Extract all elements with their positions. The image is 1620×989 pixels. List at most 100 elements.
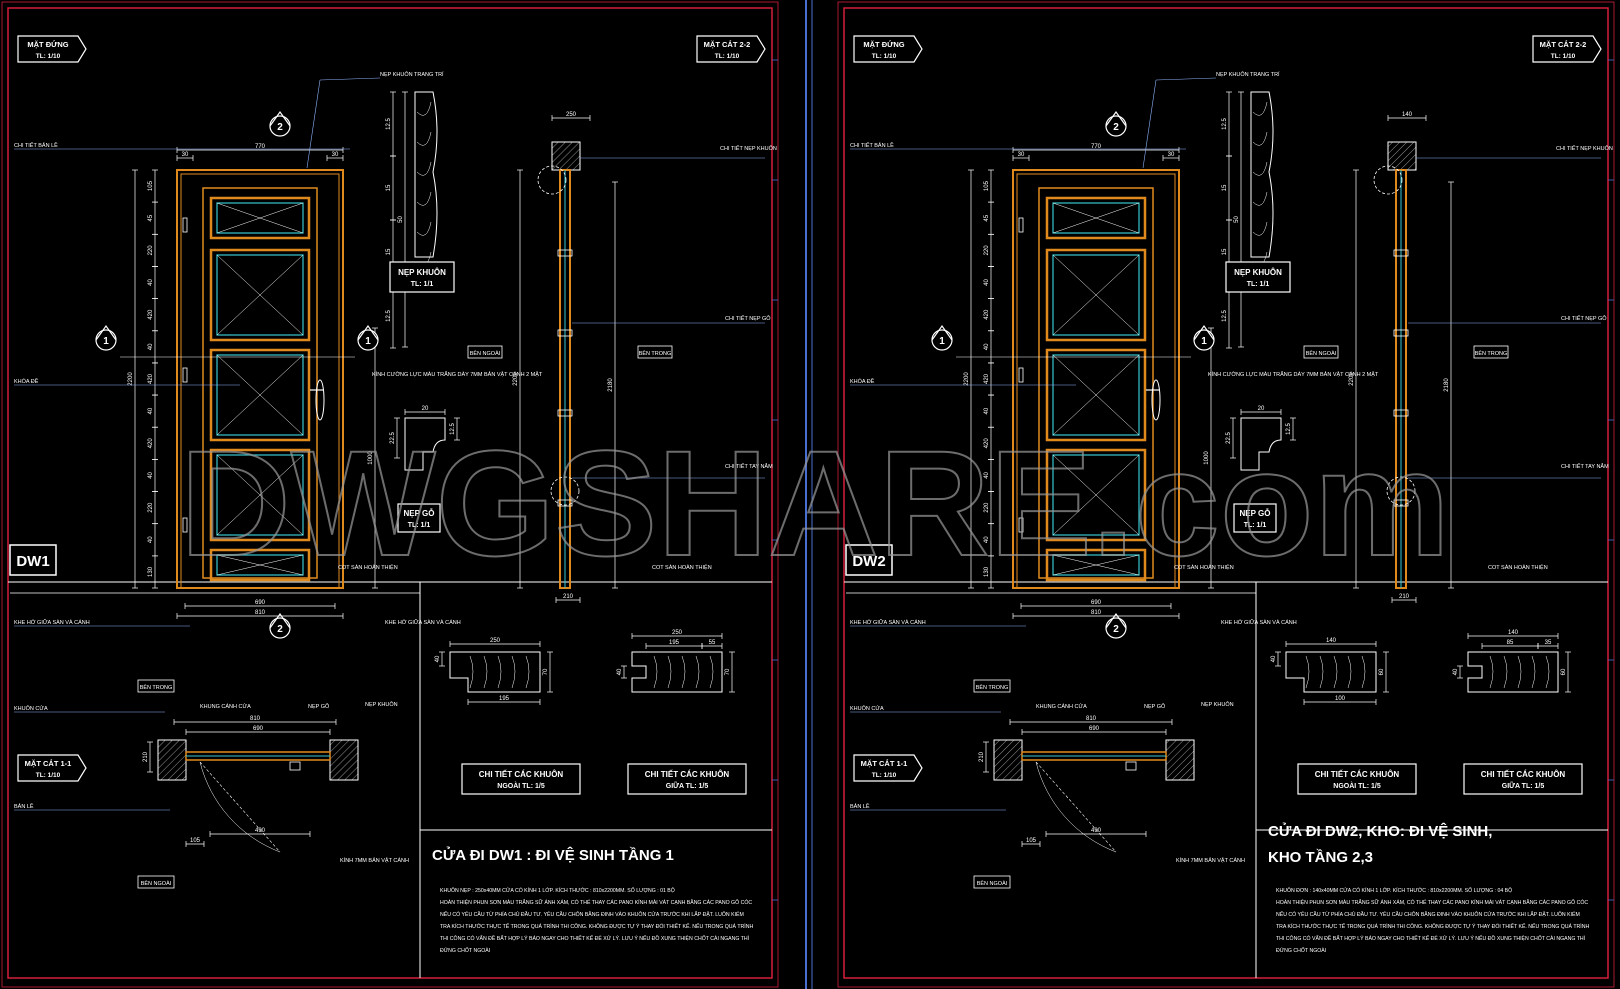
section11-label-frame <box>17 754 87 782</box>
section-mark-top: 2 <box>269 110 291 137</box>
detail-circle <box>1386 476 1416 506</box>
door-swing <box>199 761 281 853</box>
section-mark-right: 1 <box>1193 324 1215 351</box>
section11-label-frame <box>853 754 923 782</box>
section-mark-left-num: 1 <box>103 336 109 347</box>
section22-label-scale: TL: 1/10 <box>715 53 740 60</box>
dim-outer-h2-value: 70 <box>543 668 549 675</box>
section22-label-frame <box>1532 35 1602 63</box>
plan-handle <box>1125 761 1137 771</box>
dim-side-right: 30 <box>326 152 344 161</box>
outer-frame-label-scale: NGOÀI TL: 1/5 <box>1333 781 1381 790</box>
section-mark-top-num: 2 <box>1113 122 1119 133</box>
wood-grain <box>469 655 474 689</box>
sheet-code: DW1 <box>16 553 49 570</box>
wood-grain <box>511 655 516 689</box>
dim-wood-left-value: 22.5 <box>1226 432 1232 444</box>
dim-middle-right-value: 35 <box>1545 640 1552 646</box>
dim-side-right-value: 30 <box>332 152 339 158</box>
glass-diagonal <box>1052 254 1140 336</box>
wall-left <box>993 739 1023 781</box>
outer-frame-label-frame <box>461 763 581 795</box>
section22-label-title: MẶT CẮT 2-2 <box>1540 40 1587 49</box>
dim-middle-w: 250 <box>631 630 723 639</box>
wood-grain <box>709 655 714 689</box>
door-panel-frame <box>209 196 311 240</box>
section-mark-bottom-num: 2 <box>277 624 283 635</box>
glass-diagonal <box>216 454 304 536</box>
trim-profile <box>414 91 438 258</box>
dim-outer-w-value: 140 <box>1326 638 1337 644</box>
outer-frame-profile <box>449 651 541 693</box>
wood-trim-profile <box>1240 417 1282 471</box>
dim-height-mid-value: 1000 <box>368 451 374 465</box>
dim-section-top: 140 <box>1387 112 1427 121</box>
label-glass-plan: KÍNH 7MM BẢN VẬT CÁNH <box>340 857 409 864</box>
elevation-label-title: MẶT ĐỨNG <box>27 40 68 49</box>
dim-height-mid: 1000 <box>368 327 378 589</box>
dim-middle-w-value: 140 <box>1508 630 1519 636</box>
wall-right <box>1165 739 1195 781</box>
middle-frame-label-scale: GIỮA TL: 1/5 <box>1502 781 1545 790</box>
label-inside-plan: BÊN TRONG <box>140 683 173 691</box>
dim-middle-w: 140 <box>1467 630 1559 639</box>
glass-panel <box>1052 454 1140 536</box>
leader-trim-2 <box>306 79 321 169</box>
dim-rail-value: 40 <box>984 471 990 478</box>
sheet-outer-border <box>837 1 1615 988</box>
label-glass: KÍNH CƯỜNG LỰC MÀU TRẮNG DÀY 7MM BẢN VẬT… <box>1208 370 1379 378</box>
label-leaf-frame: KHUNG CÁNH CỬA <box>200 703 251 710</box>
dim-outer-w: 250 <box>449 638 541 647</box>
hinge <box>182 217 188 233</box>
dim-top-width-value: 770 <box>255 144 266 150</box>
door-panel-frame <box>1045 348 1147 442</box>
hinge <box>1018 517 1024 533</box>
wood-grain <box>497 655 502 689</box>
dim-height-total-value: 2200 <box>964 372 970 386</box>
section22-label-scale: TL: 1/10 <box>1551 53 1576 60</box>
dim-plan-b-value: 210 <box>979 751 985 762</box>
dim-middle-h1: 40 <box>1453 665 1463 679</box>
dim-trim-total-value: 50 <box>1234 216 1240 223</box>
outer-frame-label-scale: NGOÀI TL: 1/5 <box>497 781 545 790</box>
dim-plan-outer-value: 810 <box>1086 716 1097 722</box>
dim-plan-inner: 690 <box>1021 726 1167 735</box>
dim-plan-outer: 810 <box>1009 716 1173 725</box>
section11-label-title: MẶT CẮT 1-1 <box>25 759 72 768</box>
label-gap: KHE HỞ GIỮA SÀN VÀ CÁNH <box>1221 619 1297 626</box>
elevation-label: MẶT ĐỨNG TL: 1/10 <box>17 35 87 63</box>
dim-outer-h1-value: 40 <box>435 655 441 662</box>
glass-diagonal <box>1052 454 1140 536</box>
wall-top-section <box>551 141 581 171</box>
detail-circle <box>537 165 567 195</box>
trim-detail-label-title: NẸP KHUÔN <box>1234 268 1282 277</box>
outside-tag-frame <box>1303 345 1339 359</box>
wood-trim-label-title: NẸP GỖ <box>404 509 435 518</box>
sheet-code: DW2 <box>852 553 885 570</box>
dim-rail-value: 40 <box>984 407 990 414</box>
dim-middle-h1: 40 <box>617 665 627 679</box>
wood-grain <box>416 101 432 116</box>
dim-rail-value: 130 <box>984 566 990 577</box>
wood-grain <box>416 131 432 146</box>
glass-diagonal <box>216 254 304 336</box>
note-line: THI CÔNG CÓ VẤN ĐỀ BẤT HỢP LÝ BÁO NGAY C… <box>1276 934 1586 942</box>
label-glass-plan: KÍNH 7MM BẢN VẬT CÁNH <box>1176 857 1245 864</box>
wood-grain <box>1333 655 1338 689</box>
elevation-label-scale: TL: 1/10 <box>36 53 61 60</box>
trim-detail-label-frame <box>389 261 455 293</box>
dim-top-width: 770 <box>176 144 344 153</box>
wood-trim-label-scale: TL: 1/1 <box>408 522 431 529</box>
section-mark-bottom: 2 <box>1105 612 1127 639</box>
section-mark-left: 1 <box>931 324 953 351</box>
section-bead <box>1393 329 1409 337</box>
dim-height-total: 2200 <box>964 169 974 589</box>
dim-rail-value: 420 <box>984 309 990 320</box>
inside-tag-plan <box>973 679 1011 693</box>
outer-frame-label-frame <box>1297 763 1417 795</box>
door-leaf <box>202 187 318 579</box>
dim-middle-right-value: 55 <box>709 640 716 646</box>
dim-rail-value: 220 <box>148 502 154 513</box>
